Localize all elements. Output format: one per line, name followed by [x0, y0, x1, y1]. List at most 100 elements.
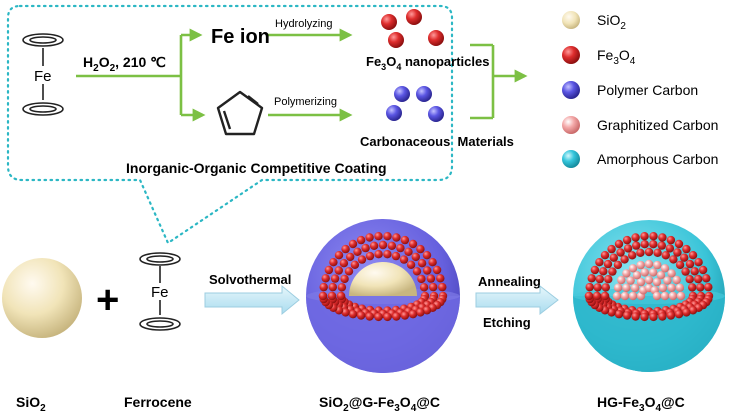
particle [658, 312, 667, 321]
particle [599, 267, 608, 276]
particle [653, 248, 662, 257]
carbonaceous-label: Carbonaceous Materials [360, 134, 514, 149]
particle [666, 235, 676, 245]
fe-ion-label: Fe ion [211, 26, 270, 48]
particle [595, 258, 604, 267]
particle [614, 310, 624, 319]
particle [603, 259, 613, 269]
particle [665, 244, 675, 253]
particle [378, 240, 388, 250]
particle [636, 248, 645, 257]
reaction-branch-arrows [76, 28, 528, 122]
particle [649, 312, 658, 322]
particle [688, 283, 697, 292]
legend-polymer-label: Polymer Carbon [597, 82, 698, 98]
particle [587, 274, 596, 283]
particle [640, 240, 649, 249]
plus-sign: + [96, 278, 119, 322]
particle [685, 275, 694, 284]
particle [640, 232, 649, 241]
particle [696, 283, 705, 292]
etching-label: Etching [483, 315, 531, 330]
particle [387, 241, 397, 250]
fe3o4-nanoparticles [381, 9, 444, 48]
particle [600, 251, 610, 260]
particle [614, 239, 624, 249]
particle [631, 233, 640, 242]
hollow-sphere [573, 220, 725, 372]
particle [438, 282, 447, 292]
particle [657, 241, 666, 250]
particle [609, 253, 618, 262]
particle [608, 267, 617, 276]
particle [417, 274, 426, 284]
particle [694, 274, 703, 284]
particle [396, 243, 405, 253]
particle [416, 244, 425, 254]
legend-amorphous-swatch [562, 150, 580, 168]
particle [595, 274, 604, 284]
legend-sio2-label: SiO2 [597, 12, 626, 32]
particle [408, 310, 418, 319]
particle [334, 251, 344, 260]
particle [340, 274, 349, 284]
particle [423, 266, 432, 275]
particle [632, 241, 641, 250]
composite-sphere [306, 219, 460, 373]
graphitized-particle [644, 275, 654, 285]
particle [666, 311, 676, 320]
graphitized-particle [628, 264, 638, 273]
particle [411, 252, 420, 262]
graphitized-particle [620, 291, 630, 301]
particle [391, 251, 401, 261]
particle [685, 259, 695, 269]
particle [661, 251, 670, 260]
particle [613, 260, 623, 270]
particle [408, 239, 418, 249]
graphitized-particle [672, 275, 681, 285]
ferrocene-structure-top [22, 33, 64, 116]
cyclopentadiene-structure [216, 90, 264, 136]
particle [688, 306, 698, 315]
particle [346, 252, 355, 262]
particle [383, 250, 392, 259]
particle [406, 260, 416, 269]
particle [590, 265, 600, 275]
particle [649, 232, 658, 241]
particle [348, 310, 358, 319]
particle [422, 251, 432, 260]
particle [324, 265, 334, 275]
ferrocene-fe-top: Fe [34, 68, 52, 85]
graphitized-particle [653, 260, 662, 270]
graphitized-particle [612, 291, 622, 301]
particle [428, 258, 437, 267]
particle [416, 308, 425, 317]
particle [669, 255, 678, 264]
graphitized-particle [656, 271, 666, 280]
graphitized-particle [676, 291, 686, 301]
particle [327, 291, 337, 301]
particle [374, 232, 383, 241]
particle [337, 283, 347, 292]
particle [704, 282, 713, 292]
particle [432, 265, 442, 275]
particle [426, 274, 436, 283]
graphitized-particle [658, 283, 668, 293]
annealing-arrow [475, 284, 559, 316]
particle [356, 311, 366, 320]
graphitized-particle [660, 291, 670, 301]
label-sio2: SiO2 [16, 394, 46, 414]
particle [584, 291, 594, 301]
particle [328, 282, 337, 292]
particle [417, 259, 427, 268]
graphitized-particle [668, 291, 678, 301]
carbonaceous-particles [386, 86, 444, 122]
reaction-condition: H2O2, 210 ℃ [83, 54, 166, 74]
legend-graphitized-label: Graphitized Carbon [597, 117, 718, 133]
particle [674, 239, 684, 249]
particle [392, 233, 401, 242]
particle [628, 251, 637, 260]
hydrolyzing-label: Hydrolyzing [275, 18, 332, 30]
particle [356, 235, 366, 245]
